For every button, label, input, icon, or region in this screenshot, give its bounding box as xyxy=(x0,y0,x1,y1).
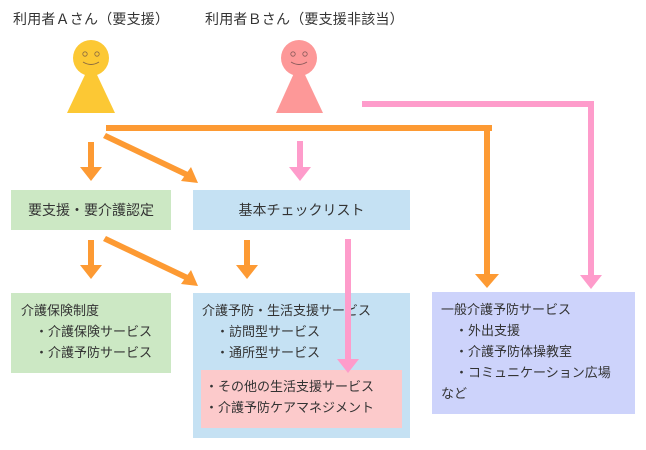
user-a-head xyxy=(73,40,109,76)
general-prevention-title: 一般介護予防サービス xyxy=(441,303,572,318)
general-prevention-item: 介護予防体操教室 xyxy=(441,342,611,363)
user-b-arrowhead-general xyxy=(580,275,602,289)
checklist-arrowhead-prevention xyxy=(236,265,258,279)
cert-arrowhead-prevention xyxy=(181,270,198,286)
general-prevention-footer: など xyxy=(441,387,468,402)
user-b-person-icon xyxy=(276,40,323,113)
user-b-label: 利用者Ｂさん（要支援非該当） xyxy=(205,12,404,28)
certification-box: 要支援・要介護認定 xyxy=(11,190,171,230)
insurance-title: 介護保険制度 xyxy=(21,304,100,319)
checklist-line-prevention xyxy=(244,240,250,266)
highlighted-service-item: 介護予防ケアマネジメント xyxy=(205,398,374,419)
general-prevention-item: コミュニケーション広場 xyxy=(441,363,611,384)
highlighted-services-box: その他の生活支援サービス 介護予防ケアマネジメント xyxy=(201,370,402,428)
prevention-support-item: 訪問型サービス xyxy=(202,322,371,343)
user-a-label: 利用者Ａさん（要支援） xyxy=(13,12,170,28)
insurance-item: 介護予防サービス xyxy=(21,343,152,364)
checklist-box: 基本チェックリスト xyxy=(193,190,410,230)
cert-line-insurance xyxy=(88,240,94,266)
highlighted-service-item: その他の生活支援サービス xyxy=(205,377,374,398)
insurance-item: 介護保険サービス xyxy=(21,322,152,343)
user-a-arrowhead-general xyxy=(475,274,499,288)
cert-arrowhead-insurance xyxy=(80,265,102,279)
user-b-line-checklist xyxy=(297,141,303,168)
prevention-support-box: 介護予防・生活支援サービス 訪問型サービス 通所型サービス その他の生活支援サー… xyxy=(193,293,410,438)
user-b-main-line xyxy=(362,101,594,107)
certification-title: 要支援・要介護認定 xyxy=(28,203,154,219)
user-a-right-line xyxy=(484,125,490,275)
user-a-body xyxy=(67,62,115,113)
user-b-arrowhead-checklist xyxy=(289,167,311,181)
user-a-person-icon xyxy=(67,40,115,113)
prevention-support-title: 介護予防・生活支援サービス xyxy=(202,304,372,319)
prevention-support-item: 通所型サービス xyxy=(202,343,371,364)
checklist-title: 基本チェックリスト xyxy=(238,203,365,219)
cert-line-prevention xyxy=(103,236,188,280)
user-a-line-certification xyxy=(88,142,94,168)
insurance-box: 介護保険制度 介護保険サービス 介護予防サービス xyxy=(11,293,171,373)
user-a-arrowhead-checklist xyxy=(181,167,198,183)
user-b-body xyxy=(276,62,323,113)
general-prevention-box: 一般介護予防サービス 外出支援 介護予防体操教室 コミュニケーション広場 など xyxy=(432,292,635,414)
user-a-main-line xyxy=(106,125,492,131)
general-prevention-item: 外出支援 xyxy=(441,321,611,342)
user-b-right-line xyxy=(588,101,594,276)
user-a-arrowhead-certification xyxy=(80,167,102,181)
user-b-head xyxy=(281,40,317,76)
user-a-line-checklist xyxy=(103,133,188,177)
